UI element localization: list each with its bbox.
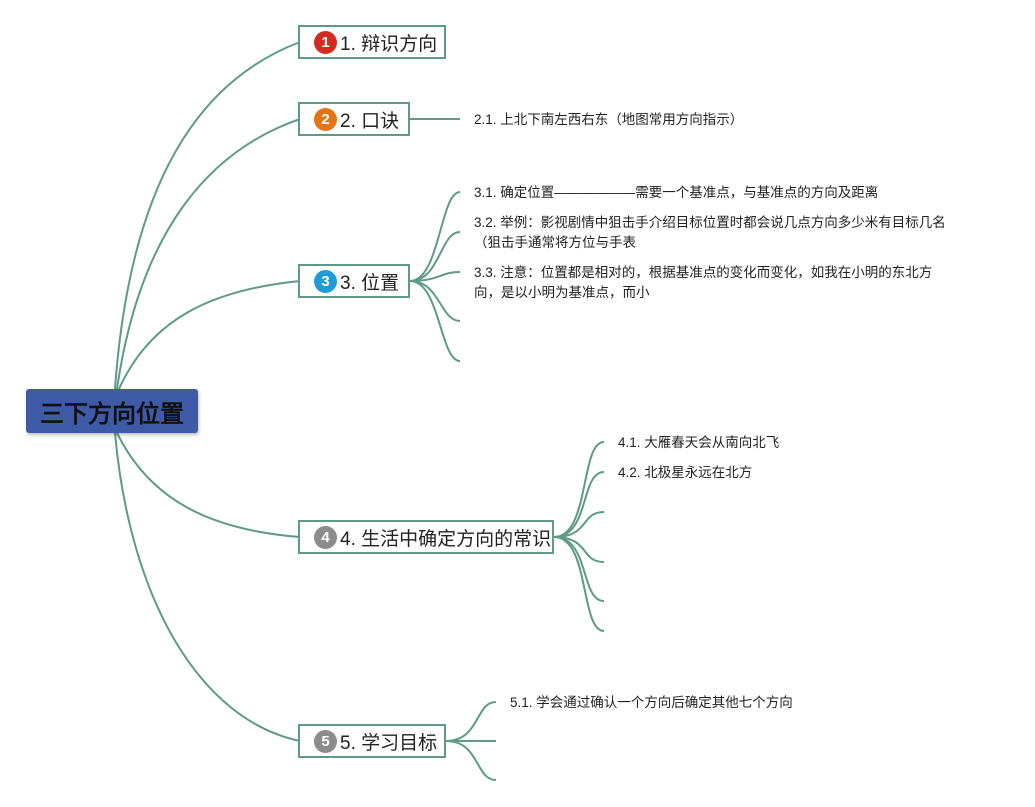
number-4-icon: 4 bbox=[314, 525, 337, 549]
topic-1[interactable]: 1 1. 辩识方向 bbox=[298, 25, 446, 59]
topic-5[interactable]: 5 5. 学习目标 bbox=[298, 724, 446, 758]
subtopic-4-2[interactable]: 4.2. 北极星永远在北方 bbox=[618, 465, 753, 480]
topic-3[interactable]: 3 3. 位置 bbox=[298, 264, 410, 298]
connector-topic-4-sub-2 bbox=[553, 471, 605, 538]
connector-topic-3-sub-1 bbox=[409, 191, 461, 282]
subtopic-3-1[interactable]: 3.1. 确定位置——————需要一个基准点，与基准点的方向及距离 bbox=[474, 185, 879, 200]
topic-2[interactable]: 2 2. 口诀 bbox=[298, 102, 410, 136]
connector-root-topic-1 bbox=[114, 41, 301, 390]
connector-root-topic-4 bbox=[116, 432, 301, 538]
number-2-icon: 2 bbox=[314, 107, 337, 131]
connector-topic-5-empty-2 bbox=[445, 740, 497, 781]
topic-5-label: 5. 学习目标 bbox=[340, 732, 438, 754]
topic-3-label: 3. 位置 bbox=[340, 272, 400, 294]
number-1-icon: 1 bbox=[314, 30, 337, 54]
topic-1-label: 1. 辩识方向 bbox=[340, 33, 438, 55]
connector-topic-4-empty-1 bbox=[553, 511, 605, 538]
number-3-icon: 3 bbox=[314, 269, 337, 293]
connector-topic-4-sub-1 bbox=[553, 441, 605, 538]
connector-topic-5-sub-1 bbox=[445, 701, 497, 742]
connector-topic-3-sub-2 bbox=[409, 231, 461, 282]
subtopic-3-3[interactable]: 3.3. 注意：位置都是相对的，根据基准点的变化而变化，如我在小明的东北方向，是… bbox=[474, 265, 933, 300]
connector-root-topic-5 bbox=[114, 432, 301, 742]
subtopic-2-1[interactable]: 2.1. 上北下南左西右东（地图常用方向指示） bbox=[474, 112, 744, 127]
root-topic[interactable]: 三下方向位置 bbox=[26, 389, 198, 433]
topic-2-label: 2. 口诀 bbox=[340, 110, 400, 132]
connector-topic-4-empty-4 bbox=[553, 536, 605, 632]
connector-root-topic-3 bbox=[118, 280, 301, 390]
connector-topic-3-empty-2 bbox=[409, 280, 461, 362]
connector-root-topic-2 bbox=[116, 118, 301, 390]
connector-topic-4-empty-2 bbox=[553, 536, 605, 563]
root-topic-label: 三下方向位置 bbox=[40, 400, 184, 428]
topic-4-label: 4. 生活中确定方向的常识 bbox=[340, 528, 552, 550]
number-5-icon: 5 bbox=[314, 729, 337, 753]
topic-4[interactable]: 4 4. 生活中确定方向的常识 bbox=[298, 520, 554, 554]
subtopic-5-1[interactable]: 5.1. 学会通过确认一个方向后确定其他七个方向 bbox=[510, 695, 793, 710]
subtopic-3-2[interactable]: 3.2. 举例：影视剧情中狙击手介绍目标位置时都会说几点方向多少米有目标几名（狙… bbox=[474, 215, 946, 250]
subtopic-4-1[interactable]: 4.1. 大雁春天会从南向北飞 bbox=[618, 435, 780, 450]
connector-topic-3-empty-1 bbox=[409, 280, 461, 322]
